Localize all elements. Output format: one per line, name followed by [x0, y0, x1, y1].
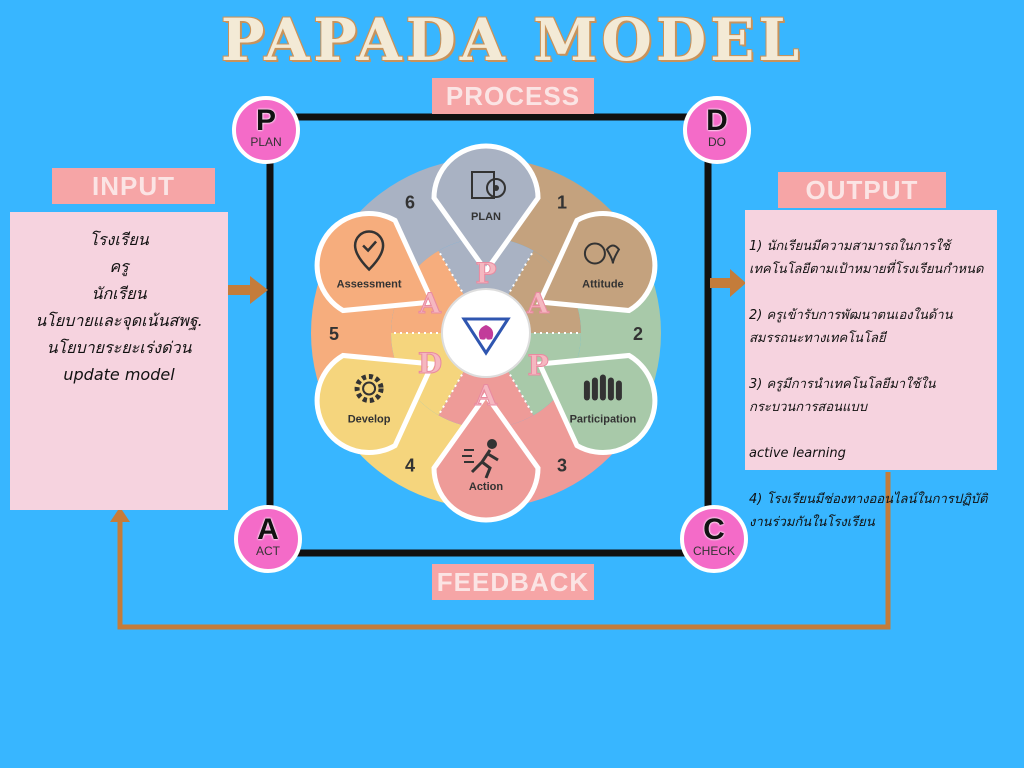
input-line: ครู: [109, 257, 129, 276]
petal-attitude: Attitude: [535, 210, 658, 314]
input-line: update model: [63, 365, 175, 384]
input-arrow: [228, 276, 268, 304]
raised-hands-icon: [583, 374, 622, 401]
output-line: active learning: [749, 446, 846, 461]
input-line: นโยบายและจุดเน้นสพฐ.: [35, 311, 203, 330]
wedge-divider: [485, 332, 535, 416]
input-line: โรงเรียน: [89, 230, 149, 249]
ring-number: 6: [405, 192, 415, 212]
input-line: นโยบายระยะเร่งด่วน: [46, 338, 192, 357]
output-box: 1) นักเรียนมีความสามารถในการใช้เทคโนโลยี…: [745, 210, 997, 530]
location-check-icon: [353, 230, 385, 272]
center-letter: A: [474, 379, 498, 412]
petal-shape: [431, 143, 541, 276]
ring-number: 4: [405, 456, 415, 476]
feedback-loop-arrow: [117, 472, 891, 630]
corner-plan: P PLAN: [232, 96, 300, 164]
petal-shape: [535, 210, 658, 314]
output-label: OUTPUT: [778, 172, 946, 208]
feedback-arrowhead: [110, 507, 130, 522]
output-line: 2) ครูเข้ารับการพัฒนาตนเองในด้านสมรรถนะท…: [749, 308, 953, 346]
brain-heart-icon: [583, 242, 621, 265]
petal-assessment: Assessment: [314, 210, 437, 314]
clipboard-target-icon: [471, 171, 506, 199]
output-line: 4) โรงเรียนมีช่องทางออนไลน์ในการปฏิบัติง…: [749, 492, 988, 530]
center-letter: P: [527, 349, 548, 382]
ring-number: 3: [557, 456, 567, 476]
center-letter: A: [418, 287, 442, 320]
ring-number: 5: [329, 324, 339, 344]
feedback-label: FEEDBACK: [432, 564, 594, 600]
running-person-icon: [462, 439, 499, 479]
input-label: INPUT: [52, 168, 215, 204]
output-line: 1) นักเรียนมีความสามารถในการใช้เทคโนโลยี…: [749, 239, 984, 277]
output-arrow: [710, 269, 746, 297]
gear-icon: [354, 374, 384, 403]
petal-label: Action: [469, 481, 504, 493]
petal-participation: Participation: [535, 352, 658, 456]
process-label: PROCESS: [432, 78, 594, 114]
corner-word: PLAN: [250, 135, 282, 149]
petal-label: Participation: [570, 414, 637, 426]
process-frame: [266, 113, 712, 557]
center-letter: P: [475, 257, 496, 290]
school-logo-icon: [461, 317, 511, 356]
corner-letter: D: [706, 104, 728, 137]
petal-action: Action: [431, 390, 541, 523]
corner-do: D DO: [683, 96, 751, 164]
corner-word: CHECK: [692, 544, 735, 558]
inner-wedge: [438, 238, 534, 333]
corner-act: A ACT: [234, 505, 302, 573]
petal-shape: [314, 352, 437, 456]
inner-wedge: [438, 333, 534, 429]
corner-check: C CHECK: [680, 505, 748, 573]
corner-word: DO: [708, 135, 726, 149]
wedge-divider: [437, 332, 487, 416]
petal-shape: [535, 352, 658, 456]
corner-word: ACT: [256, 544, 280, 558]
corner-letter: P: [255, 104, 276, 137]
petal-plan: PLAN: [431, 143, 541, 276]
wedge-divider: [437, 250, 487, 334]
input-box: โรงเรียน ครู นักเรียน นโยบายและจุดเน้นสพ…: [10, 212, 228, 510]
petal-label: Develop: [348, 414, 391, 426]
petal-develop: Develop: [314, 352, 437, 456]
center-letter: A: [526, 287, 550, 320]
corner-letter: C: [703, 513, 725, 546]
petal-label: Assessment: [337, 279, 402, 291]
ring-number: 2: [633, 324, 643, 344]
page-title: PAPADA MODEL: [220, 6, 804, 74]
wedge-divider: [485, 250, 535, 334]
corner-letter: A: [257, 513, 279, 546]
center-letter: D: [418, 347, 442, 380]
ring-number: 1: [557, 192, 567, 212]
output-line: 3) ครูมีการนำเทคโนโลยีมาใช้ในกระบวนการสอ…: [749, 377, 936, 415]
input-line: นักเรียน: [91, 284, 147, 303]
petal-label: Attitude: [582, 279, 624, 291]
petal-label: PLAN: [471, 211, 501, 223]
